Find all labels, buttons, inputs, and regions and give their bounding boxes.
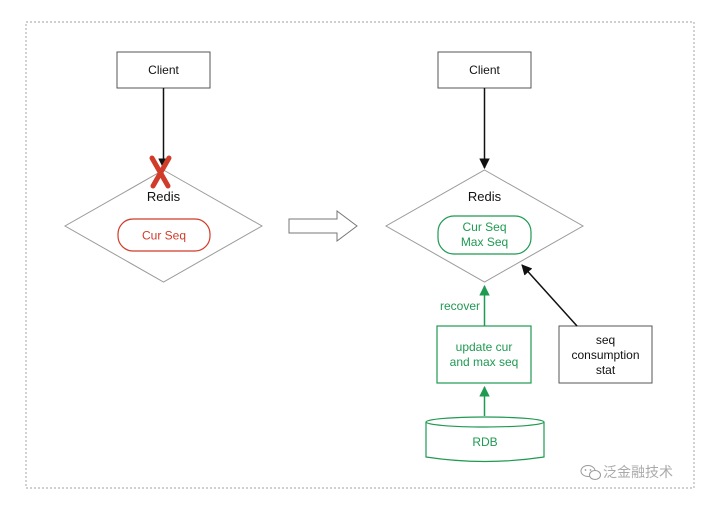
stat-line2: consumption bbox=[571, 348, 639, 362]
stat-line1: seq bbox=[596, 333, 615, 347]
outer-frame bbox=[25, 21, 695, 489]
right-max-seq-label: Max Seq bbox=[461, 235, 508, 249]
rdb-label: RDB bbox=[472, 435, 497, 449]
wechat-icon bbox=[580, 465, 601, 480]
right-client-box bbox=[437, 51, 532, 89]
left-scenario: Client Redis Cur Seq bbox=[63, 51, 264, 283]
left-cur-seq-pill bbox=[117, 218, 211, 252]
update-line1: update cur bbox=[456, 340, 513, 354]
watermark: 泛金融技术 bbox=[580, 464, 673, 480]
red-x-icon bbox=[149, 155, 172, 189]
hollow-right-arrow-icon bbox=[288, 210, 358, 242]
right-seq-pill bbox=[437, 215, 532, 255]
seq-stat-box bbox=[558, 325, 653, 384]
right-cur-seq-label: Cur Seq bbox=[462, 220, 506, 234]
right-scenario: Client Redis Cur Seq Max Seq update cur … bbox=[384, 51, 653, 463]
watermark-text: 泛金融技术 bbox=[603, 464, 673, 480]
recover-label: recover bbox=[440, 299, 480, 313]
stat-to-redis-arrow bbox=[521, 264, 578, 327]
left-redis-label: Redis bbox=[147, 189, 181, 204]
update-line2: and max seq bbox=[450, 355, 519, 369]
left-cur-seq-label: Cur Seq bbox=[142, 229, 186, 243]
right-client-label: Client bbox=[469, 63, 500, 77]
left-client-label: Client bbox=[148, 63, 179, 77]
rdb-cylinder bbox=[425, 416, 545, 463]
right-redis-label: Redis bbox=[468, 189, 502, 204]
stat-line3: stat bbox=[596, 363, 616, 377]
